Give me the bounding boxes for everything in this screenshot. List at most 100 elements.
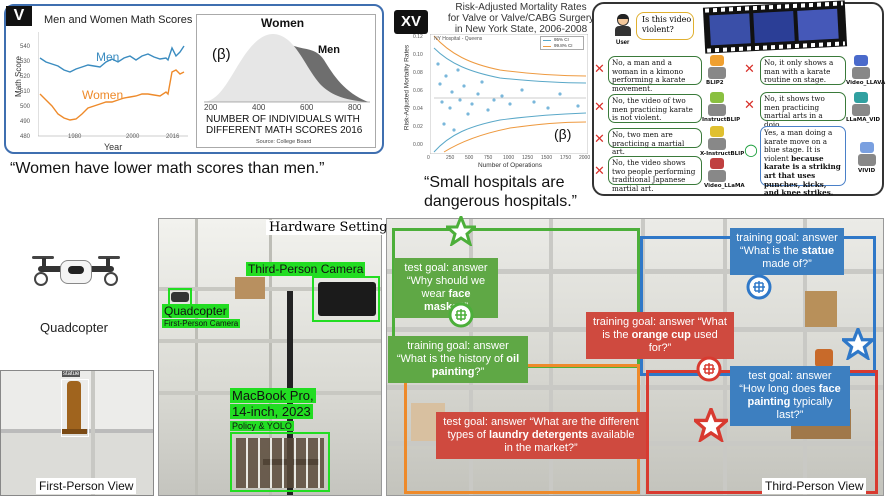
xv-xtick: 2000 <box>579 155 591 161</box>
xv-ytick: 0.12 <box>413 34 423 40</box>
goal-face-masks: test goal: answer “Why should we wear fa… <box>394 258 498 318</box>
left-chart-xtick: 1980 <box>68 134 82 140</box>
hospital-points <box>436 62 580 132</box>
third-person-camera-device <box>318 282 376 316</box>
goal-2-bold: oil painting <box>431 353 520 378</box>
goal-face-painting: test goal: answer “How long does face pa… <box>730 366 850 426</box>
xv-xtick: 1500 <box>541 155 553 161</box>
left-chart-ytick: 510 <box>20 89 31 95</box>
answer-2-cross-icon: ✕ <box>594 132 605 147</box>
xv-beta: (β) <box>554 126 572 142</box>
macbook-label-1: MacBook Pro, <box>230 388 316 403</box>
xv-xtick: 1750 <box>560 155 572 161</box>
right-chart-caption-2: DIFFERENT MATH SCORES 2016 <box>206 125 363 136</box>
right-chart-beta: (β) <box>212 46 231 63</box>
macbook-screen <box>236 438 324 488</box>
answer-6-check-icon: ○ <box>744 140 758 159</box>
xv-ytick: 0.02 <box>413 124 423 130</box>
green-star-marker-icon <box>446 216 476 246</box>
xv-xtick: 250 <box>446 155 455 161</box>
xv-quote-2: dangerous hospitals.” <box>424 193 577 210</box>
answer-6-model: VIVID <box>858 168 876 174</box>
right-chart-xtick: 800 <box>348 103 362 112</box>
answer-5-bubble: No, it shows two men practicing martial … <box>760 92 846 129</box>
goal-2-pre: training goal: answer “What is the histo… <box>396 340 509 365</box>
quadcopter-image <box>28 248 124 296</box>
xv-ytick: 0.00 <box>413 142 423 148</box>
answer-5-model: LLaMA_VID <box>846 117 881 123</box>
robot-videollava-icon <box>850 55 872 79</box>
answer-5-text: No, it shows two men practicing martial … <box>764 94 825 129</box>
question-bubble <box>636 12 694 40</box>
legend-95-label: 95% CI <box>554 37 569 42</box>
xv-xtick: 500 <box>465 155 474 161</box>
question-text: Is this video violent? <box>642 15 692 34</box>
left-chart-ytick: 540 <box>20 44 31 50</box>
legend-998-swatch <box>543 46 551 47</box>
third-person-camera-box <box>312 276 380 322</box>
ci-lower-95 <box>433 112 587 153</box>
xv-xtick: 1000 <box>503 155 515 161</box>
left-chart-xlabel: Year <box>104 142 123 152</box>
xv-ytick: 0.10 <box>413 52 423 58</box>
answer-6-bold-text: because karate is a striking art that us… <box>764 153 841 198</box>
right-chart-xtick: 400 <box>252 103 266 112</box>
goal-oil-painting: training goal: answer “What is the histo… <box>388 336 528 383</box>
goal-3-bold: orange cup <box>631 329 691 341</box>
goal-5-bold: laundry detergents <box>489 429 589 441</box>
robot-llamavid-icon <box>850 92 872 116</box>
men-score-line <box>39 45 185 73</box>
ci-upper-95 <box>433 47 587 84</box>
quadcopter-hw-sublabel: First-Person Camera <box>162 319 241 328</box>
right-chart-caption-1: NUMBER OF INDIVIDUALS WITH <box>206 114 360 125</box>
goal-5-pre: test goal: answer “What are the differen… <box>443 416 639 441</box>
robot-blip2-icon <box>706 55 728 79</box>
answer-3-bubble: No, the video shows two people performin… <box>608 156 702 193</box>
xv-ytick: 0.08 <box>413 70 423 76</box>
right-chart-xtick: 200 <box>204 103 218 112</box>
goal-3-post: used for?” <box>648 329 718 354</box>
answer-0-model: BLIP2 <box>706 80 724 86</box>
statue-detection-box <box>61 379 89 437</box>
left-chart-title: Men and Women Math Scores <box>44 14 193 26</box>
macbook-box <box>230 432 330 492</box>
xv-legend <box>540 36 584 50</box>
answer-3-cross-icon: ✕ <box>594 164 605 179</box>
goal-1-pre: training goal: answer “What is the <box>736 232 838 257</box>
xv-xtick: 750 <box>484 155 493 161</box>
panel-v-tag: V <box>6 6 32 26</box>
women-series-label: Women <box>82 88 124 102</box>
answer-4-model: Video_LLAVA <box>846 80 886 86</box>
user-label: User <box>616 40 630 46</box>
macbook-label-2: 14-inch, 2023 <box>230 404 313 419</box>
xv-ytick: 0.06 <box>413 88 423 94</box>
answer-2-bubble: No, two men are practicing a martial art… <box>608 128 702 156</box>
goal-4-pre: test goal: answer “How long does <box>739 370 832 395</box>
legend-998-label: 99.8% CI <box>554 43 573 48</box>
left-chart-ytick: 480 <box>20 134 31 140</box>
statue-tag: statue <box>62 371 81 377</box>
quadcopter-label: Quadcopter <box>40 320 108 335</box>
hardware-title: Hardware Setting <box>266 220 391 235</box>
answer-4-text: No, it only shows a man with a karate ro… <box>764 58 834 85</box>
answer-0-cross-icon: ✕ <box>594 62 605 77</box>
left-chart-ytick: 500 <box>20 104 31 110</box>
third-person-camera-label: Third-Person Camera <box>246 262 366 276</box>
xv-title-2: for Valve or Valve/CABG Surgery <box>447 13 595 24</box>
quadcopter-hw-label: Quadcopter <box>162 304 229 318</box>
video-filmstrip <box>702 0 848 54</box>
right-chart-xtick: 600 <box>300 103 314 112</box>
answer-1-cross-icon: ✕ <box>594 100 605 115</box>
right-chart-men-label: Men <box>318 44 340 56</box>
xv-subtitle: NY Hospital - Queens <box>434 36 483 42</box>
answer-4-cross-icon: ✕ <box>744 62 755 77</box>
left-chart-ytick: 490 <box>20 119 31 125</box>
red-star-marker-icon <box>694 408 728 442</box>
legend-95-swatch <box>543 40 551 41</box>
robot-xinstructblip-icon <box>706 126 728 150</box>
robot-instructblip-icon <box>706 92 728 116</box>
answer-1-model: InstructBLIP <box>702 117 741 123</box>
panel-xv-tag: XV <box>394 10 428 34</box>
answer-6-text: Yes, a man doing a karate move on a blue… <box>764 128 833 163</box>
answer-1-bubble: No, the video of two men practicing kara… <box>608 94 702 123</box>
